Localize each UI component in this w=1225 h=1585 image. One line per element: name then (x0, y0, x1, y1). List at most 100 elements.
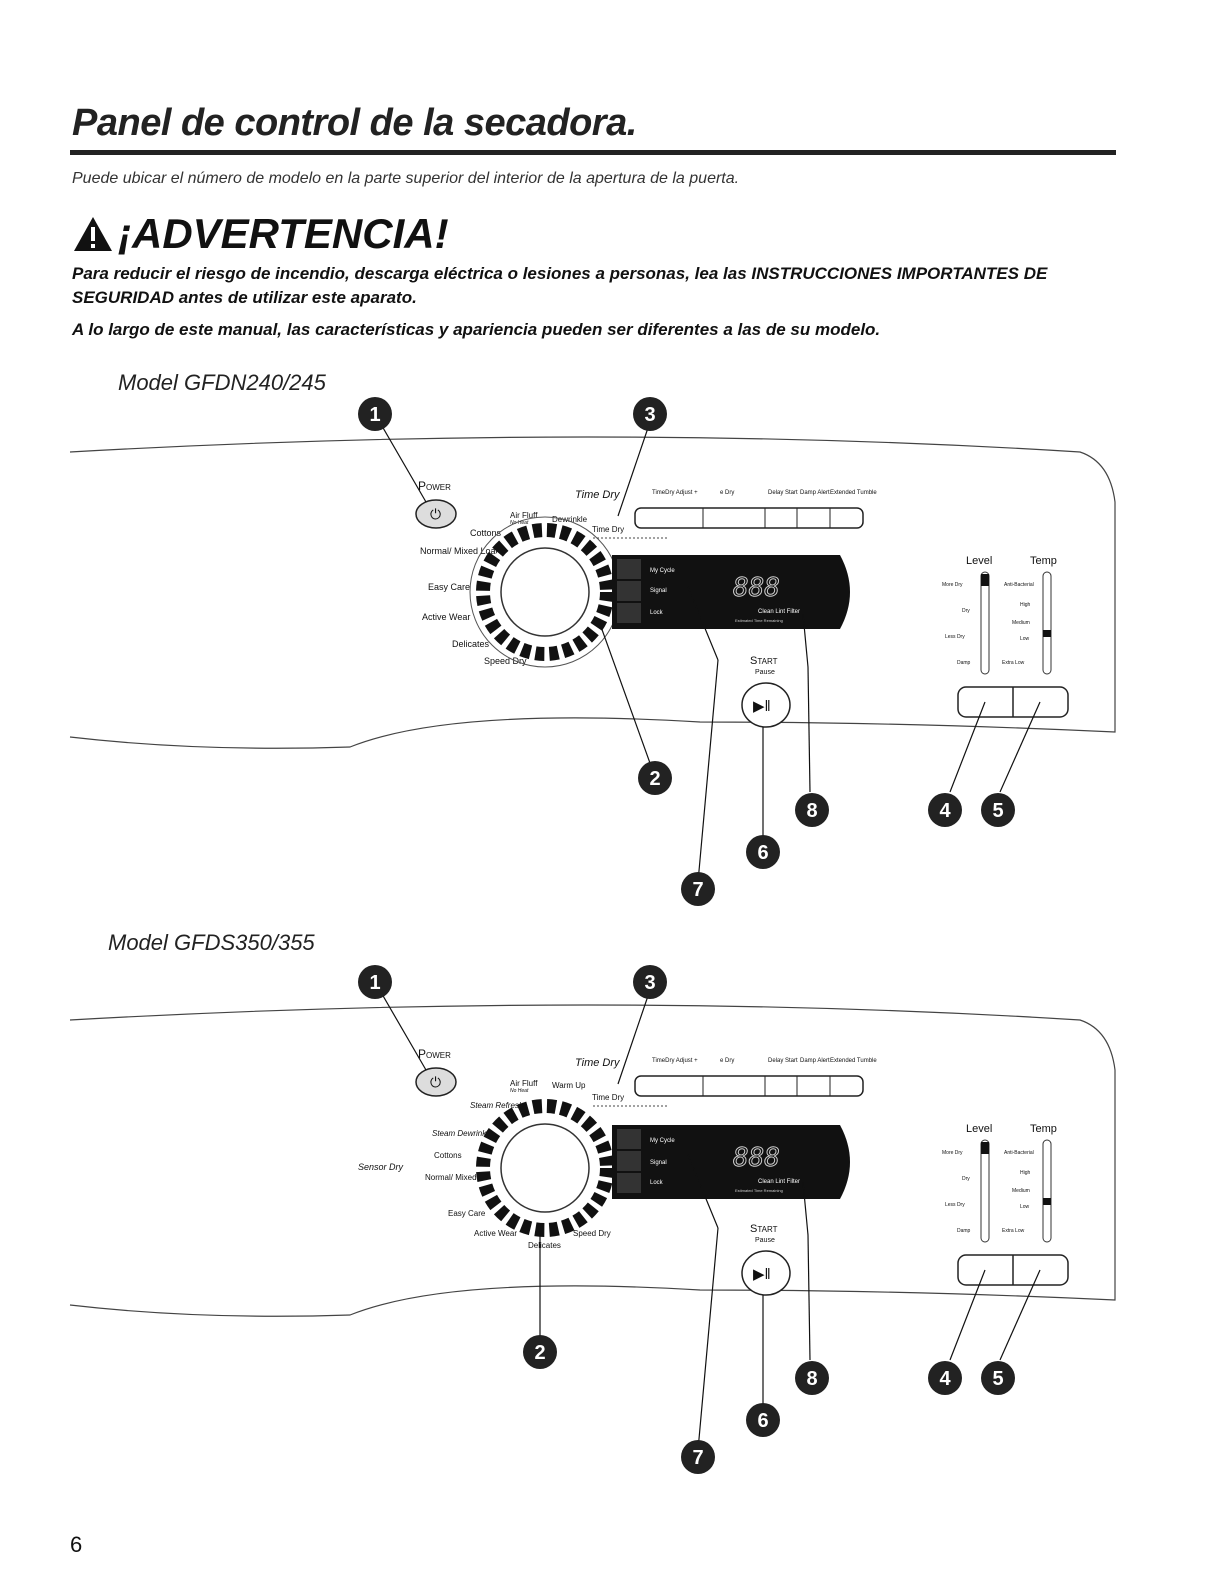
svg-text:7: 7 (692, 1447, 703, 1469)
svg-text:6: 6 (757, 842, 768, 864)
cycle-air-fluff: Air Fluff (510, 511, 538, 520)
cycle-dewrinkle: Dewrinkle (552, 515, 588, 524)
start-label: Start (750, 655, 778, 667)
callout-5: 5 (981, 793, 1015, 827)
cycle-speed-dry: Speed Dry (573, 1229, 611, 1238)
level-more-dry: More Dry (942, 1150, 963, 1156)
pause-label: Pause (755, 1237, 775, 1244)
warning-heading: ¡ADVERTENCIA! (72, 210, 449, 258)
callout-8: 8 (795, 793, 829, 827)
play-pause-icon: ▶‖ (753, 1266, 771, 1283)
display-clean-lint: Clean Lint Filter (758, 609, 800, 615)
temp-anti-bacterial: Anti-Bacterial (1004, 1150, 1034, 1156)
model-label-1: Model GFDN240/245 (118, 370, 326, 395)
cycle-normal: Normal/ Mixed Load (420, 546, 501, 556)
cycle-steam-dewrinkle: Steam Dewrinkle (432, 1129, 493, 1138)
time-dry-label: Time Dry (575, 489, 621, 501)
power-icon: ⏻ (430, 1074, 441, 1090)
page-title: Panel de control de la secadora. (72, 102, 637, 144)
display-time-remaining: Estimated Time Remaining (735, 618, 783, 623)
svg-text:4: 4 (939, 1368, 951, 1390)
start-pause-button[interactable] (741, 682, 791, 728)
level-indicator (981, 1142, 989, 1154)
level-damp: Damp (957, 1228, 971, 1234)
temp-medium: Medium (1012, 1188, 1030, 1194)
cycle-cottons: Cottons (434, 1151, 462, 1160)
power-button[interactable] (415, 499, 457, 529)
power-label: Power (418, 1047, 451, 1061)
callout-3: 3 (633, 965, 667, 999)
svg-text:5: 5 (992, 800, 1003, 822)
level-label: Level (966, 555, 992, 567)
temp-low: Low (1020, 636, 1030, 642)
power-label: Power (418, 479, 451, 493)
cycle-warm-up: Warm Up (552, 1081, 586, 1090)
callout-3: 3 (633, 397, 667, 431)
callout-4: 4 (928, 1361, 962, 1395)
level-dry: Dry (962, 608, 970, 614)
cycle-dial[interactable] (500, 1123, 590, 1213)
svg-text:5: 5 (992, 1368, 1003, 1390)
warning-heading-text: ¡ADVERTENCIA! (118, 210, 449, 257)
btn-label-edry: e Dry (720, 490, 734, 496)
level-label: Level (966, 1123, 992, 1135)
display-time-remaining: Estimated Time Remaining (735, 1188, 783, 1193)
cycle-speed-dry: Speed Dry (484, 656, 527, 666)
btn-label-delay-start: Delay Start (768, 490, 798, 496)
btn-label-extended-tumble: Extended Tumble (830, 1058, 877, 1064)
cycle-no-heat: No Heat (510, 520, 529, 526)
svg-text:7: 7 (692, 879, 703, 901)
callout-6: 6 (746, 1403, 780, 1437)
temp-label: Temp (1030, 555, 1057, 567)
display-panel (612, 1125, 850, 1199)
level-more-dry: More Dry (942, 582, 963, 588)
callout-6: 6 (746, 835, 780, 869)
svg-text:6: 6 (757, 1410, 768, 1432)
control-panel-diagram-2: Power ⏻ Time Dry Steam Refresh Air Fluff… (0, 960, 1225, 1520)
control-panel-diagram-1: Power ⏻ Time Dry Air Fluff No Heat Dewri… (0, 392, 1225, 952)
level-dry: Dry (962, 1176, 970, 1182)
temp-low: Low (1020, 1204, 1030, 1210)
button-strip (634, 507, 864, 529)
title-rule (70, 150, 1116, 155)
display-panel (612, 555, 850, 629)
btn-label-extended-tumble: Extended Tumble (830, 490, 877, 496)
callout-7: 7 (681, 1440, 715, 1474)
display-lock: Lock (650, 610, 664, 616)
cycle-easy-care: Easy Care (448, 1209, 486, 1218)
callout-2: 2 (523, 1335, 557, 1369)
start-pause-button[interactable] (741, 1250, 791, 1296)
power-button[interactable] (415, 1067, 457, 1097)
temp-high: High (1020, 602, 1031, 608)
display-signal: Signal (650, 588, 667, 594)
model-note: A lo largo de este manual, las caracterí… (72, 320, 881, 339)
cycle-delicates: Delicates (452, 639, 490, 649)
warning-triangle-icon (74, 217, 112, 251)
temp-label: Temp (1030, 1123, 1057, 1135)
temp-high: High (1020, 1170, 1031, 1176)
svg-text:3: 3 (644, 404, 655, 426)
page-subtitle: Puede ubicar el número de modelo en la p… (72, 170, 740, 187)
btn-label-delay-start: Delay Start (768, 1058, 798, 1064)
svg-text:2: 2 (534, 1342, 545, 1364)
display-my-cycle: My Cycle (650, 1138, 675, 1144)
level-damp: Damp (957, 660, 971, 666)
svg-text:1: 1 (369, 404, 380, 426)
svg-text:4: 4 (939, 800, 951, 822)
cycle-steam-refresh: Steam Refresh (470, 1101, 524, 1110)
display-lock: Lock (650, 1180, 664, 1186)
cycle-cottons: Cottons (470, 528, 502, 538)
btn-label-timedry-adjust: TimeDry Adjust + (652, 490, 698, 496)
callout-1: 1 (358, 965, 392, 999)
btn-label-edry: e Dry (720, 1058, 734, 1064)
level-less-dry: Less Dry (945, 634, 965, 640)
time-dry-label: Time Dry (575, 1057, 621, 1069)
temp-indicator (1043, 1198, 1051, 1205)
warning-text: Para reducir el riesgo de incendio, desc… (72, 264, 1048, 307)
callout-4: 4 (928, 793, 962, 827)
level-indicator (981, 574, 989, 586)
temp-extra-low: Extra Low (1002, 1228, 1025, 1234)
svg-text:8: 8 (806, 800, 817, 822)
svg-text:1: 1 (369, 972, 380, 994)
cycle-dial[interactable] (500, 547, 590, 637)
